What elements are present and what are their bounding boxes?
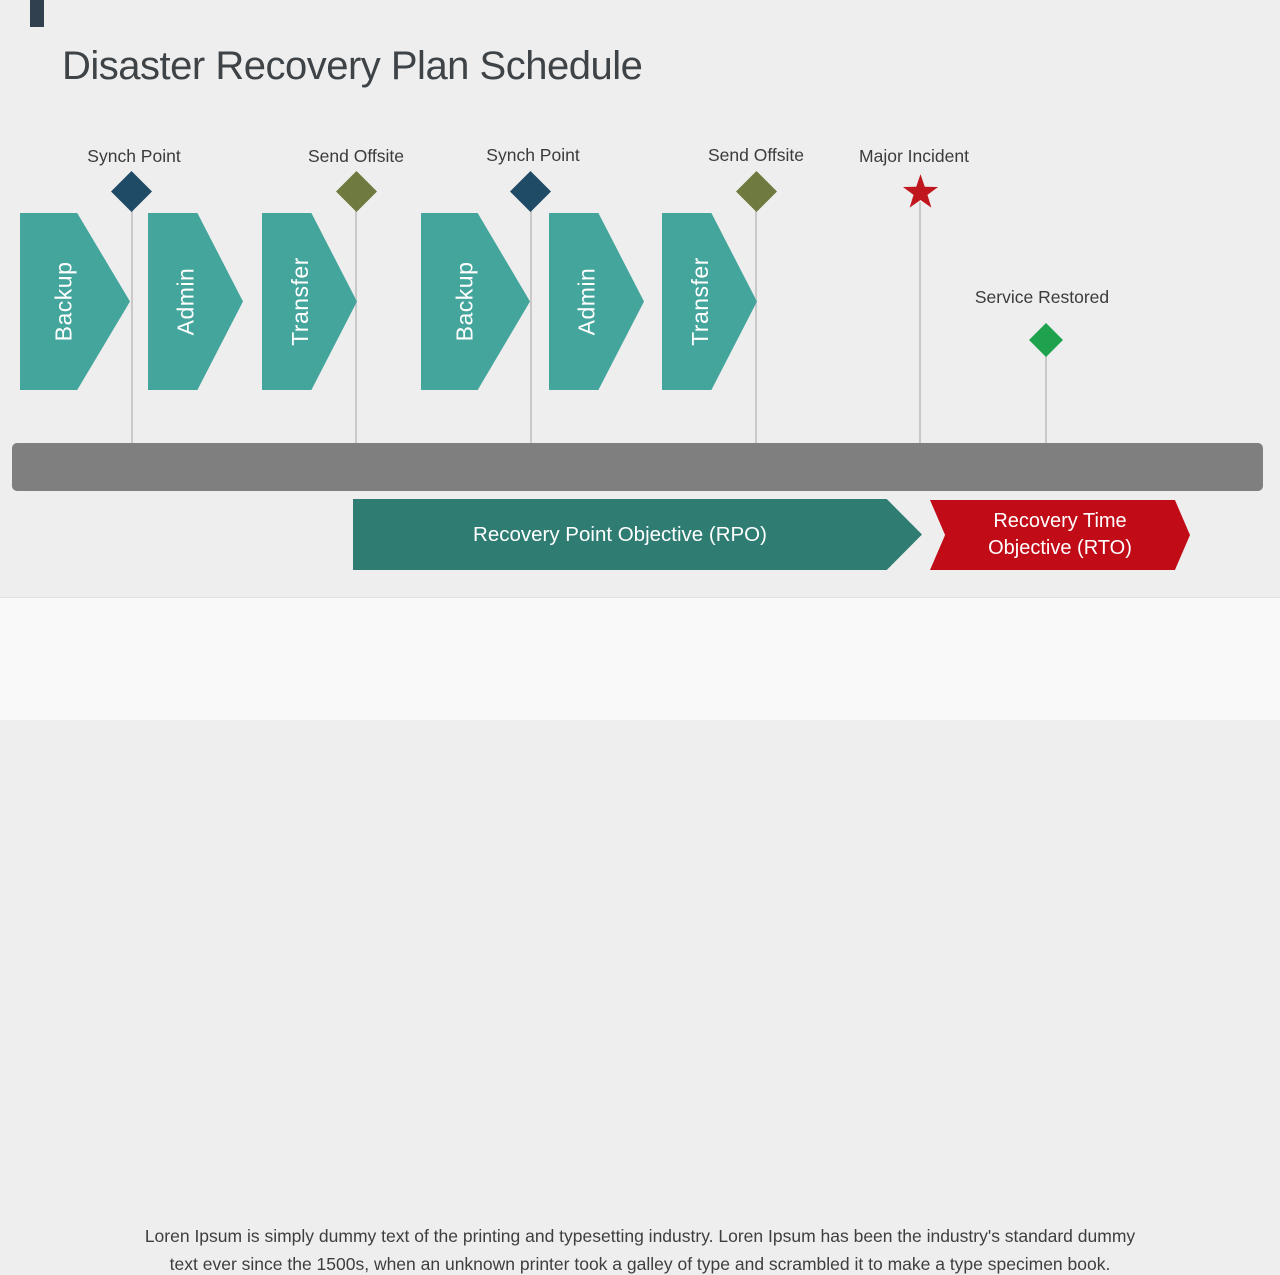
send-offsite-diamond-icon xyxy=(335,170,378,213)
process-step-label: Backup xyxy=(50,261,77,342)
process-step-label: Transfer xyxy=(686,257,713,346)
corner-accent xyxy=(30,0,44,27)
process-step-label: Admin xyxy=(172,267,199,336)
process-step-label: Backup xyxy=(451,261,478,342)
rpo-label: Recovery Point Objective (RPO) xyxy=(473,522,767,546)
timeline-bar xyxy=(12,443,1263,491)
rto-label-line1: Recovery Time xyxy=(993,510,1127,532)
service-restored-diamond-icon xyxy=(1029,323,1063,357)
connector-line xyxy=(755,196,757,443)
milestone-label-synch-point-2: Synch Point xyxy=(486,145,580,165)
connector-line xyxy=(131,196,133,443)
send-offsite-diamond-icon xyxy=(735,170,778,213)
process-step-label: Transfer xyxy=(286,257,313,346)
milestone-label-send-offsite-1: Send Offsite xyxy=(308,146,404,166)
milestone-label-service-restored: Service Restored xyxy=(974,287,1110,307)
major-incident-star-icon xyxy=(902,174,939,209)
milestone-label-synch-point-1: Synch Point xyxy=(87,146,181,166)
process-step-transfer-1: Transfer xyxy=(262,213,357,390)
connector-line xyxy=(530,196,532,443)
process-step-label: Admin xyxy=(573,267,600,336)
connector-line xyxy=(1045,350,1047,443)
process-step-backup-1: Backup xyxy=(20,213,130,390)
process-step-transfer-2: Transfer xyxy=(662,213,757,390)
footer-text-line2: text ever since the 1500s, when an unkno… xyxy=(169,1254,1111,1274)
rto-label-line2: Objective (RTO) xyxy=(988,537,1132,559)
milestone-label-send-offsite-2: Send Offsite xyxy=(708,145,804,165)
rpo-banner: Recovery Point Objective (RPO) xyxy=(353,499,922,570)
process-step-admin-1: Admin xyxy=(148,213,243,390)
connector-line xyxy=(355,196,357,443)
connector-line xyxy=(919,202,921,443)
milestone-label-major-incident: Major Incident xyxy=(859,146,969,166)
footer-text-line1: Loren Ipsum is simply dummy text of the … xyxy=(144,1226,1136,1246)
process-step-backup-2: Backup xyxy=(421,213,530,390)
rto-banner: Recovery Time Objective (RTO) xyxy=(930,500,1190,570)
footer-band: Loren Ipsum is simply dummy text of the … xyxy=(0,597,1280,1274)
slide-title: Disaster Recovery Plan Schedule xyxy=(62,44,643,88)
synch-point-diamond-icon xyxy=(110,170,153,213)
process-step-admin-2: Admin xyxy=(549,213,644,390)
synch-point-diamond-icon xyxy=(509,170,552,213)
